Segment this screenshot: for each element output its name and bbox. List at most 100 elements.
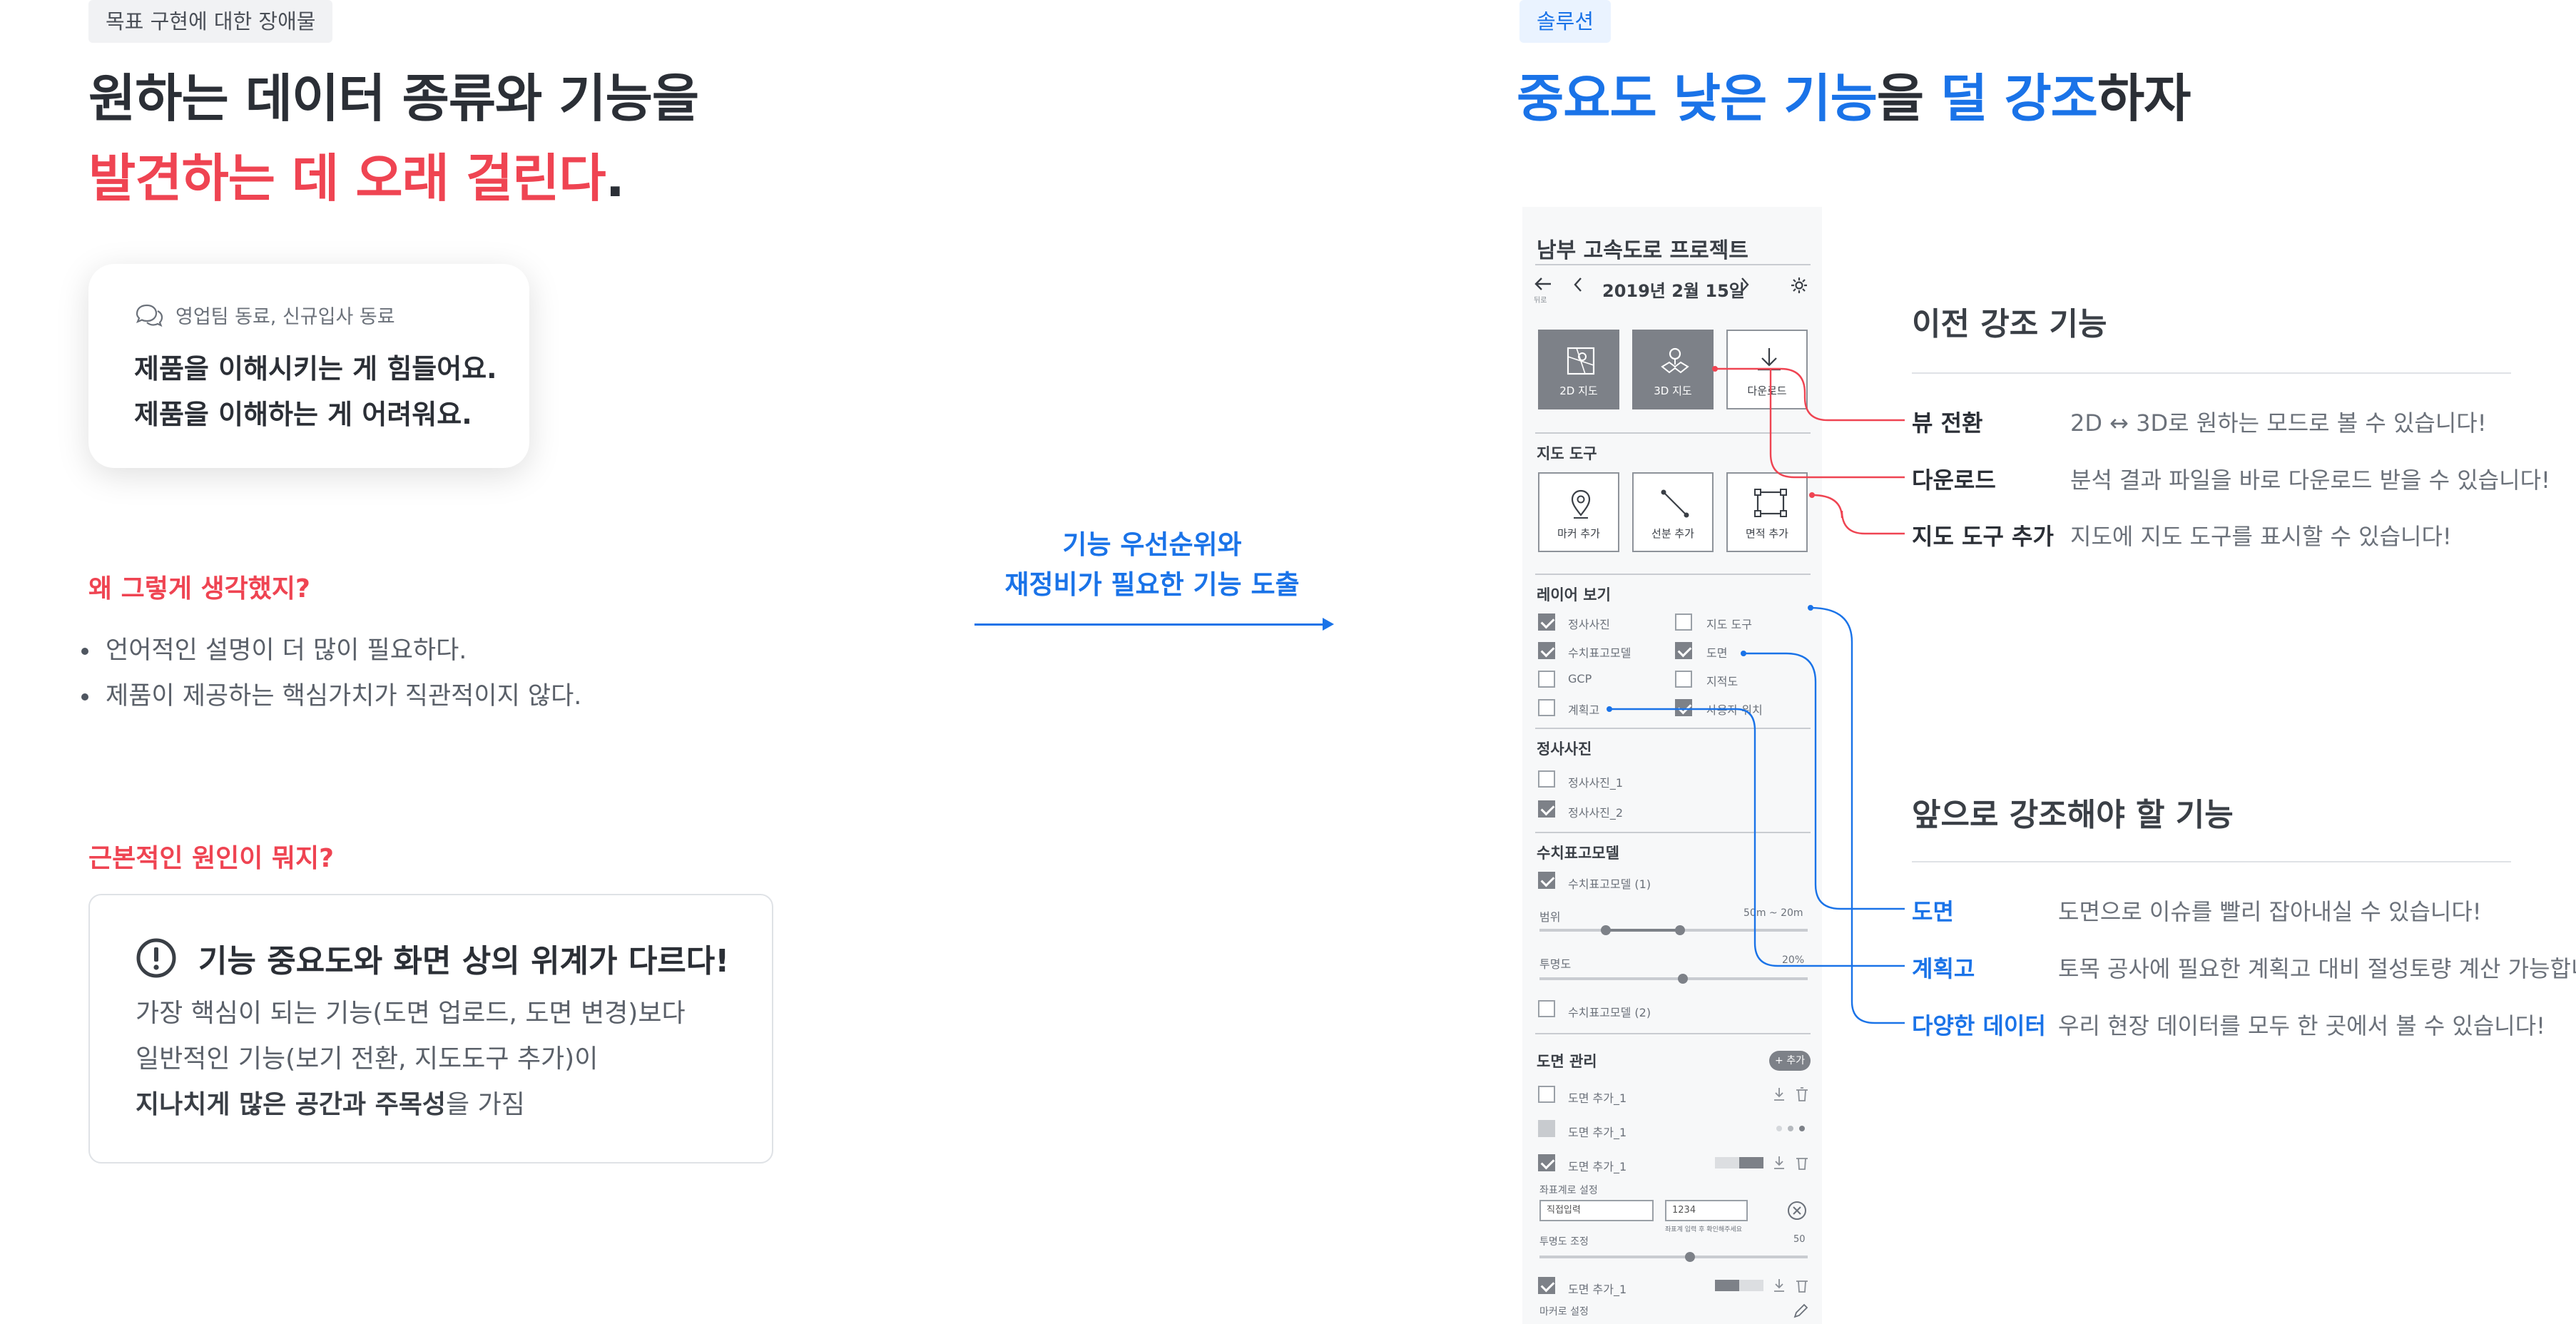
back-label: 뒤로 [1534,297,1547,305]
gear-icon[interactable] [1789,275,1809,295]
pencil-icon[interactable] [1792,1303,1809,1320]
feature-name-view-switch: 뷰 전환 [1912,409,1983,437]
dem-checkbox[interactable] [1538,872,1555,889]
close-circle-icon[interactable] [1786,1200,1808,1221]
ortho-label: 정사사진_1 [1568,776,1624,790]
slider-knob[interactable] [1601,925,1611,935]
feature-name-drawing: 도면 [1912,898,1954,925]
range-label: 범위 [1539,910,1561,924]
add-drawing-button[interactable]: + 추가 [1769,1051,1811,1071]
cause-emphasis: 지나치게 많은 공간과 주목성 [136,1090,447,1119]
project-title: 남부 고속도로 프로젝트 [1537,238,1748,263]
layer-checkbox[interactable] [1675,642,1692,659]
drawing-title: 도면 관리 [1537,1053,1597,1070]
view-2d-button[interactable]: 2D 지도 [1538,330,1619,409]
back-arrow-icon[interactable] [1532,275,1554,292]
download-button[interactable]: 다운로드 [1726,330,1808,409]
ortho-checkbox[interactable] [1538,770,1555,788]
obstacle-tag: 목표 구현에 대한 장애물 [88,0,333,43]
opacity-slider[interactable] [1539,977,1808,980]
tile-label: 2D 지도 [1559,385,1598,397]
ortho-title: 정사사진 [1537,740,1592,758]
cause-line-2: 일반적인 기능(보기 전환, 지도도구 추가)이 [136,1044,599,1074]
drawing-label: 도면 추가_1 [1568,1091,1627,1105]
slider-knob[interactable] [1685,1252,1695,1262]
chevron-left-icon[interactable] [1571,275,1585,294]
feature-name-plan-height: 계획고 [1912,955,1975,982]
cause-line-3-end: 을 가짐 [446,1090,525,1119]
tile-label: 마커 추가 [1557,527,1600,540]
list-item: 언어적인 설명이 더 많이 필요하다. [81,628,581,673]
drawing-checkbox[interactable] [1538,1154,1555,1171]
feature-desc: 도면으로 이슈를 빨리 잡아내실 수 있습니다! [2058,898,2482,925]
why-list: 언어적인 설명이 더 많이 필요하다. 제품이 제공하는 핵심가치가 직관적이지… [81,628,581,719]
feature-desc: 분석 결과 파일을 바로 다운로드 받을 수 있습니다! [2070,467,2550,494]
feature-desc: 2D ↔ 3D로 원하는 모드로 볼 수 있습니다! [2070,409,2487,437]
layer-label: GCP [1568,672,1592,686]
solution-headline-part: 중요도 낮은 기능 [1517,68,1878,128]
marker-label: 마커로 설정 [1539,1306,1589,1318]
view-3d-button[interactable]: 3D 지도 [1632,330,1714,409]
layer-checkbox[interactable] [1538,699,1555,716]
layer-checkbox[interactable] [1538,642,1555,659]
slider-knob[interactable] [1678,974,1688,984]
list-item: 제품이 제공하는 핵심가치가 직관적이지 않다. [81,673,581,719]
layer-checkbox[interactable] [1538,613,1555,631]
divider [1912,372,2511,374]
divider [1912,861,2511,862]
layer-checkbox[interactable] [1675,671,1692,688]
map-pin-icon [1571,489,1591,519]
transition-label: 기능 우선순위와 재정비가 필요한 기능 도출 [974,525,1330,605]
chat-icon [136,304,163,327]
coord-hint: 좌표계 입력 후 확인해주세요 [1665,1226,1742,1233]
download-trash-icons[interactable] [1772,1086,1812,1103]
cause-box: 기능 중요도와 화면 상의 위계가 다르다! 가장 핵심이 되는 기능(도면 업… [88,894,773,1163]
exclamation-circle-icon [136,938,176,978]
drawing-checkbox[interactable] [1538,1277,1555,1294]
layer-checkbox[interactable] [1675,699,1692,716]
prev-features-title: 이전 강조 기능 [1912,306,2107,342]
solution-headline: 중요도 낮은 기능을 덜 강조하자 [1517,58,2191,138]
drawing-checkbox[interactable] [1538,1120,1555,1137]
drawing-row-actions[interactable] [1714,1277,1813,1294]
transition-arrow [974,618,1334,631]
dem-checkbox[interactable] [1538,1000,1555,1017]
opacity2-value: 50 [1793,1234,1806,1245]
feature-desc: 토목 공사에 필요한 계획고 대비 절성토량 계산 가능합니다! [2058,955,2576,982]
layer-checkbox[interactable] [1538,671,1555,688]
opacity2-label: 투명도 조정 [1539,1236,1589,1248]
app-mockup: 남부 고속도로 프로젝트 뒤로 2019년 2월 15일 2D 지도 3D 지도… [1522,207,1822,1324]
map-3d-icon [1661,347,1689,374]
divider [1535,1033,1811,1034]
dem-title: 수치표고모델 [1537,845,1619,862]
add-area-button[interactable]: 면적 추가 [1726,472,1808,552]
chevron-right-icon[interactable] [1738,275,1752,294]
slider-knob[interactable] [1675,925,1685,935]
opacity-value: 20% [1782,954,1805,966]
add-marker-button[interactable]: 마커 추가 [1538,472,1619,552]
range-value: 50m ~ 20m [1743,907,1803,919]
opacity2-slider[interactable] [1539,1256,1808,1258]
drawing-checkbox[interactable] [1538,1086,1555,1103]
coord-select[interactable]: 직접입력 [1539,1200,1654,1221]
add-line-button[interactable]: 선분 추가 [1632,472,1714,552]
drawing-row-actions[interactable] [1714,1154,1813,1171]
quote-line-1: 제품을 이해시키는 게 힘들어요. [134,353,497,385]
layers-title: 레이어 보기 [1537,586,1611,604]
coord-input[interactable]: 1234 [1665,1200,1748,1221]
feature-desc: 지도에 지도 도구를 표시할 수 있습니다! [2070,523,2452,550]
transition-line-2: 재정비가 필요한 기능 도출 [1004,569,1300,600]
layer-label: 계획고 [1568,703,1600,717]
layer-checkbox[interactable] [1675,613,1692,631]
headline-highlight: 발견하는 데 오래 걸린다 [88,148,606,208]
headline-period: . [605,148,625,208]
quote-bubble: 영업팀 동료, 신규입사 동료 제품을 이해시키는 게 힘들어요. 제품을 이해… [88,264,529,468]
ortho-checkbox[interactable] [1538,800,1555,818]
tile-label: 면적 추가 [1746,527,1788,540]
transition-line-1: 기능 우선순위와 [1062,529,1242,560]
solution-headline-part: 덜 강조 [1940,68,2098,128]
feature-name-download: 다운로드 [1912,467,1996,494]
drawing-label: 도면 추가_1 [1568,1283,1627,1296]
drawing-label: 도면 추가_1 [1568,1126,1627,1139]
coord-label: 좌표계로 설정 [1539,1185,1598,1196]
